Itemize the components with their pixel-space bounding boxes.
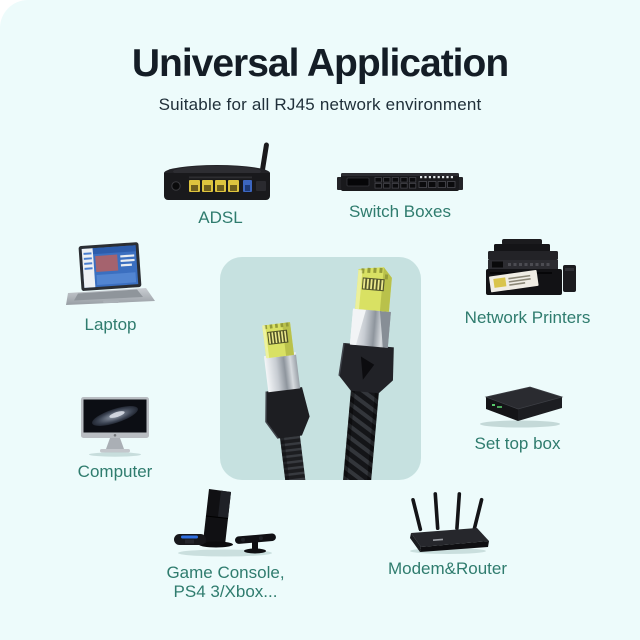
computer-label: Computer	[77, 462, 153, 481]
laptop-label: Laptop	[84, 315, 137, 334]
rj45-connector-left	[262, 322, 310, 480]
modem-router-label: Modem&Router	[387, 559, 508, 578]
set-top-box-icon	[480, 386, 564, 428]
device-adsl: ADSL	[148, 140, 293, 227]
set-top-box-label: Set top box	[474, 434, 561, 453]
rj45-connector-right	[338, 267, 394, 480]
device-computer: Computer	[60, 396, 170, 481]
switch-boxes-label: Switch Boxes	[348, 202, 452, 221]
game-console-label-line2: PS4 3/Xbox...	[173, 582, 278, 601]
game-console-label-line1: Game Console,	[166, 563, 285, 582]
device-network-printers: Network Printers	[455, 238, 600, 327]
device-laptop: Laptop	[58, 241, 163, 334]
center-cable-panel	[220, 257, 421, 480]
device-game-console: Game Console, PS4 3/Xbox...	[163, 487, 288, 601]
page-subtitle: Suitable for all RJ45 network environmen…	[158, 95, 482, 114]
game-console-label: Game Console, PS4 3/Xbox...	[166, 563, 284, 601]
game-console-icon	[174, 489, 276, 557]
network-printers-label: Network Printers	[464, 308, 591, 327]
adsl-label: ADSL	[198, 208, 243, 227]
device-modem-router: Modem&Router	[385, 489, 510, 578]
desktop-monitor-icon	[81, 397, 149, 457]
rj45-cable-image	[262, 267, 394, 480]
rack-switch-icon	[337, 173, 463, 191]
adsl-modem-icon	[163, 142, 270, 200]
page-title: Universal Application	[131, 42, 509, 85]
wifi-router-icon	[409, 492, 489, 554]
laptop-icon	[65, 242, 155, 305]
inkjet-printer-icon	[485, 239, 576, 295]
device-set-top-box: Set top box	[455, 384, 580, 453]
device-switch-boxes: Switch Boxes	[330, 166, 470, 221]
